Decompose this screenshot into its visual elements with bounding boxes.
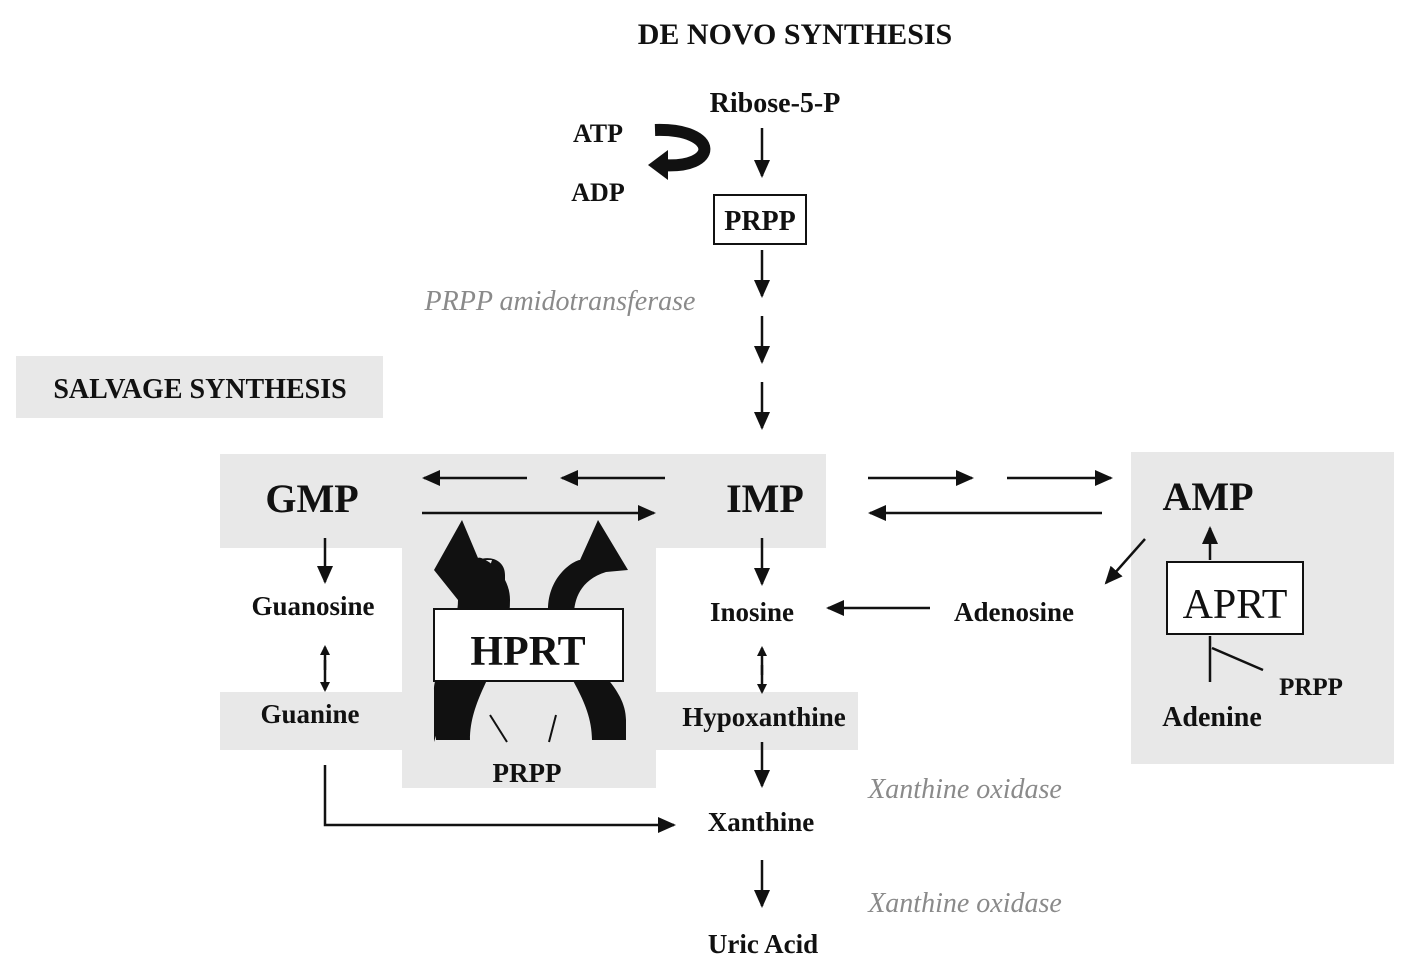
enzyme-xanthine-oxidase-1: Xanthine oxidase (867, 774, 1062, 805)
enzyme-prpp-amidotransferase: PRPP amidotransferase (424, 286, 696, 317)
salvage-label-background (16, 356, 383, 418)
enzyme-aprt: APRT (1183, 582, 1288, 628)
node-guanine: Guanine (260, 699, 359, 729)
node-inosine: Inosine (710, 597, 794, 627)
atp-adp-curved-arrow (654, 123, 711, 172)
node-adenosine: Adenosine (954, 597, 1074, 627)
hprt-right-arrow (548, 520, 628, 740)
cofactor-prpp-aprt: PRPP (1279, 674, 1343, 701)
prpp-hprt-line-right (548, 714, 557, 743)
salvage-synthesis-label: SALVAGE SYNTHESIS (53, 374, 346, 405)
node-prpp: PRPP (724, 206, 796, 237)
prpp-box (713, 194, 807, 245)
node-adenine: Adenine (1162, 702, 1262, 733)
atp-adp-arrowhead (648, 150, 668, 180)
node-adp: ADP (571, 178, 625, 207)
node-hypoxanthine: Hypoxanthine (682, 702, 846, 732)
enzyme-xanthine-oxidase-2: Xanthine oxidase (867, 888, 1062, 919)
cofactor-prpp-hprt: PRPP (493, 758, 562, 788)
hprt-box (433, 608, 624, 682)
aprt-box (1166, 561, 1304, 635)
enzyme-hprt: HPRT (470, 629, 585, 675)
arrow-guanine-to-xanthine (323, 765, 676, 833)
node-guanosine: Guanosine (251, 591, 374, 621)
node-atp: ATP (573, 119, 623, 148)
node-ribose-5-p: Ribose-5-P (710, 88, 841, 119)
node-imp: IMP (726, 476, 804, 521)
node-xanthine: Xanthine (708, 807, 815, 837)
node-uric-acid: Uric Acid (708, 929, 818, 959)
arrow-amp-to-adenosine (1104, 538, 1146, 585)
title-de-novo-synthesis: DE NOVO SYNTHESIS (638, 18, 953, 51)
prpp-aprt-line (1211, 646, 1264, 672)
prpp-hprt-line-left (489, 714, 508, 743)
node-gmp: GMP (265, 476, 358, 521)
node-amp: AMP (1162, 474, 1253, 519)
